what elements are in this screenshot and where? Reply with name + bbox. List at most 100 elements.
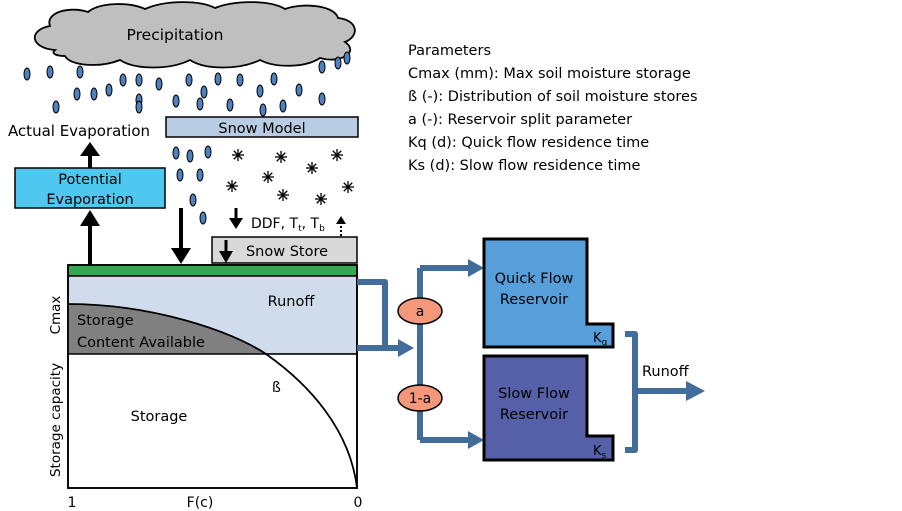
evaporation-up-arrow-bottom — [80, 210, 100, 265]
snowflake-icon — [226, 180, 238, 192]
rain-drop-icon — [214, 72, 222, 86]
rain-drop-icon — [226, 98, 234, 112]
storage-content-label-2: Content Available — [77, 335, 205, 351]
axis-storage-capacity-label: Storage capacity — [48, 363, 64, 477]
rain-drop-icon — [196, 168, 204, 182]
snow-parameters-label: DDF, Tt, Tb — [251, 216, 325, 234]
soil-moisture-model: Runoff Storage Content Available ß Stora… — [48, 264, 363, 511]
snowflake-icon — [306, 162, 318, 174]
rain-drop-icon — [200, 85, 208, 99]
snow-model-label: Snow Model — [218, 121, 305, 137]
arrow-runoff-out — [686, 381, 705, 401]
snowflakes — [226, 149, 354, 205]
storage-content-label-1: Storage — [77, 313, 134, 329]
rain-drop-icon — [135, 100, 143, 114]
axis-cmax-label: Cmax — [48, 296, 64, 335]
rain-drop-icon — [105, 83, 113, 97]
snowflake-icon — [275, 151, 287, 163]
rain-drop-icon — [318, 60, 326, 74]
arrow-to-slow — [468, 431, 484, 449]
reservoirs-outflow-pipe — [625, 331, 638, 453]
split-oval-a: a — [397, 297, 443, 325]
surface-layer — [67, 264, 358, 277]
rain-drop-icon — [196, 97, 204, 111]
parameter-item: Cmax (mm): Max soil moisture storage — [408, 66, 691, 82]
slow-flow-label-2: Reservoir — [500, 407, 568, 423]
quick-flow-label-1: Quick Flow — [495, 271, 574, 287]
rain-drop-icon — [76, 65, 84, 79]
quick-flow-label-2: Reservoir — [500, 292, 568, 308]
evaporation-up-arrow-top — [80, 142, 100, 168]
rain-drop-icon — [236, 73, 244, 87]
parameter-item: a (-): Reservoir split parameter — [408, 112, 633, 128]
rain-drop-icon — [186, 149, 194, 163]
parameters-title: Parameters — [408, 43, 491, 59]
arrow-to-quick — [468, 259, 484, 277]
runoff-output-label: Runoff — [642, 364, 690, 380]
snowflake-icon — [331, 149, 343, 161]
split-oval-1-minus-a: 1-a — [397, 384, 443, 412]
quick-flow-reservoir: Quick Flow Reservoir Kq — [482, 237, 615, 349]
snow-model-box: Snow Model — [165, 116, 359, 138]
cloud-label: Precipitation — [127, 26, 224, 44]
rain-drop-icon — [172, 94, 180, 108]
rain-drop-icon — [199, 211, 207, 225]
potential-evaporation-label-1: Potential — [58, 172, 122, 188]
rain-drop-icon — [334, 56, 342, 70]
storage-label: Storage — [131, 409, 188, 425]
slow-flow-label-1: Slow Flow — [498, 386, 570, 402]
axis-x-mid: F(c) — [187, 495, 214, 511]
rain-drop-icon — [90, 87, 98, 101]
beta-label: ß — [272, 380, 281, 396]
snow-store-box: Snow Store — [211, 236, 358, 264]
rain-drop-icon — [204, 145, 212, 159]
actual-evaporation-label: Actual Evaporation — [8, 122, 150, 140]
rain-drop-icon — [135, 73, 143, 87]
rain-drop-icon — [259, 103, 267, 117]
potential-evaporation-box: Potential Evaporation — [14, 167, 166, 209]
beta-curve — [67, 303, 358, 489]
storage-zone — [67, 353, 358, 489]
rain-drop-icon — [295, 83, 303, 97]
rain-drop-icon — [119, 73, 127, 87]
snowflake-icon — [262, 171, 274, 183]
rain-drop-icon — [73, 87, 81, 101]
flow-connectors — [357, 265, 690, 453]
rain-drop-icon — [172, 146, 180, 160]
parameter-item: Ks (d): Slow flow residence time — [408, 158, 641, 174]
slow-flow-reservoir: Slow Flow Reservoir Ks — [482, 354, 615, 462]
snowflake-icon — [232, 149, 244, 161]
snowflake-icon — [315, 193, 327, 205]
rain-drop-icon — [52, 100, 60, 114]
snowfall-down-arrow — [229, 208, 243, 229]
parameter-item: Kq (d): Quick flow residence time — [408, 135, 650, 151]
precipitation-cloud: Precipitation — [33, 1, 356, 69]
flow-arrowheads — [398, 259, 705, 449]
snowflake-icon — [277, 189, 289, 201]
axis-x-right: 0 — [354, 495, 363, 511]
axis-x-left: 1 — [68, 495, 77, 511]
rain-drop-icon — [185, 73, 193, 87]
rain-drops — [23, 51, 351, 225]
rain-drop-icon — [279, 99, 287, 113]
snow-store-label: Snow Store — [246, 244, 328, 260]
rain-drop-icon — [155, 77, 163, 91]
rain-drop-icon — [270, 72, 278, 86]
ks-label: Ks — [593, 444, 607, 461]
rain-drop-icon — [343, 51, 351, 65]
rain-drop-icon — [176, 168, 184, 182]
split-1-minus-a-label: 1-a — [409, 391, 432, 407]
split-a-label: a — [416, 304, 425, 320]
cloud-shape — [33, 1, 356, 69]
rain-drop-icon — [46, 65, 54, 79]
rain-down-arrow — [171, 208, 191, 264]
rain-drop-icon — [318, 92, 326, 106]
potential-evaporation-label-2: Evaporation — [46, 192, 133, 208]
runoff-to-split-pipe — [357, 279, 388, 351]
arrow-to-split — [398, 339, 414, 357]
rain-drop-icon — [23, 67, 31, 81]
parameter-item: ß (-): Distribution of soil moisture sto… — [408, 89, 698, 105]
snowflake-icon — [342, 181, 354, 193]
storage-content-area — [68, 304, 266, 354]
